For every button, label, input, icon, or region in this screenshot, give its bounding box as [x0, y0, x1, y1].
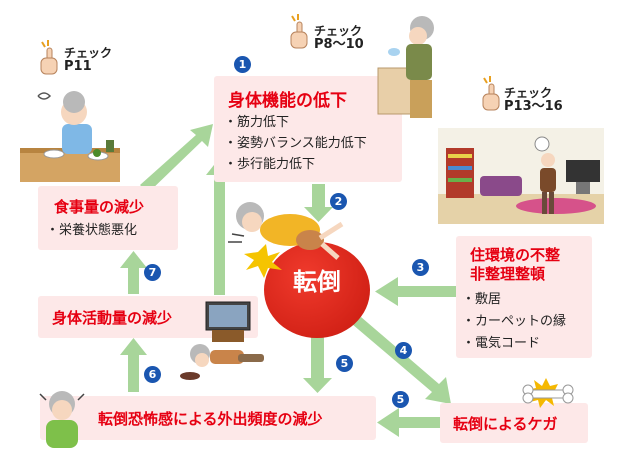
arrow-fall-to-fear: [303, 332, 332, 393]
step-6-badge: 6: [144, 366, 161, 383]
check-page: P13〜16: [504, 99, 563, 114]
worried-person-illustration: [39, 391, 85, 448]
arrow-fall-to-injury: [352, 317, 451, 404]
pointing-finger-icon: [482, 76, 500, 111]
step-4-badge: 4: [395, 342, 412, 359]
environment-title-1: 住環境の不整: [470, 246, 561, 264]
fear-box: 転倒恐怖感による外出頻度の減少: [40, 396, 376, 440]
arrow-meal-to-physical: [140, 124, 213, 193]
injury-title: 転倒によるケガ: [453, 415, 558, 433]
step-3-badge: 3: [412, 259, 429, 276]
elderly-eating-illustration: [20, 91, 120, 182]
check-page: P8〜10: [314, 37, 364, 52]
pointing-finger-icon: [290, 14, 308, 49]
step-5-badge: 5: [336, 355, 353, 372]
step-5b-badge: 5: [392, 391, 409, 408]
physical-decline-list: 筋力低下 姿勢バランス能力低下 歩行能力低下: [224, 112, 367, 175]
step-2-badge: 2: [330, 193, 347, 210]
list-item: 栄養状態悪化: [46, 220, 137, 241]
check-p8-10-label: チェック P8〜10: [314, 24, 364, 52]
arrow-environment-to-fall: [375, 277, 458, 306]
arrow-fear-to-activity: [120, 338, 147, 392]
list-item: 歩行能力低下: [224, 154, 367, 175]
step-7-badge: 7: [144, 264, 161, 281]
fear-title: 転倒恐怖感による外出頻度の減少: [98, 410, 323, 428]
arrow-injury-to-fear: [377, 408, 440, 437]
physical-decline-box: 身体機能の低下 筋力低下 姿勢バランス能力低下 歩行能力低下: [214, 76, 402, 182]
list-item: 電気コード: [462, 333, 566, 355]
arrow-activity-to-meal: [120, 251, 147, 294]
lying-person-tv-illustration: [180, 301, 264, 380]
check-p13-16-label: チェック P13〜16: [504, 86, 563, 114]
room-scene-illustration: [438, 128, 604, 224]
list-item: カーペットの縁: [462, 311, 566, 333]
arrow-activity-to-physical: [206, 158, 233, 295]
environment-title-2: 非整理整頓: [470, 265, 546, 283]
fall-center-label: 転倒: [293, 268, 341, 296]
arrow-physical-to-fall: [304, 184, 333, 222]
check-page: P11: [64, 59, 92, 74]
list-item: 姿勢バランス能力低下: [224, 133, 367, 154]
check-word: チェック: [314, 24, 363, 38]
list-item: 敷居: [462, 289, 566, 311]
physical-decline-title: 身体機能の低下: [228, 91, 347, 111]
fall-center-circle: [264, 242, 370, 338]
check-word: チェック: [504, 86, 553, 100]
environment-list: 敷居 カーペットの縁 電気コード: [462, 289, 566, 355]
bone-icon: [522, 378, 574, 408]
check-p11-label: チェック P11: [64, 46, 112, 74]
falling-person-illustration: [228, 202, 344, 278]
activity-reduction-title: 身体活動量の減少: [52, 309, 173, 327]
injury-box: 転倒によるケガ: [440, 403, 588, 443]
meal-reduction-list: 栄養状態悪化: [46, 220, 137, 241]
check-word: チェック: [64, 46, 113, 60]
elderly-cleaning-illustration: [377, 16, 434, 118]
step-1-badge: 1: [234, 56, 251, 73]
list-item: 筋力低下: [224, 112, 367, 133]
meal-reduction-title: 食事量の減少: [54, 198, 145, 216]
pointing-finger-icon: [40, 40, 58, 75]
environment-box: 住環境の不整 非整理整頓 敷居 カーペットの縁 電気コード: [456, 236, 592, 358]
meal-reduction-box: 食事量の減少 栄養状態悪化: [38, 186, 178, 250]
